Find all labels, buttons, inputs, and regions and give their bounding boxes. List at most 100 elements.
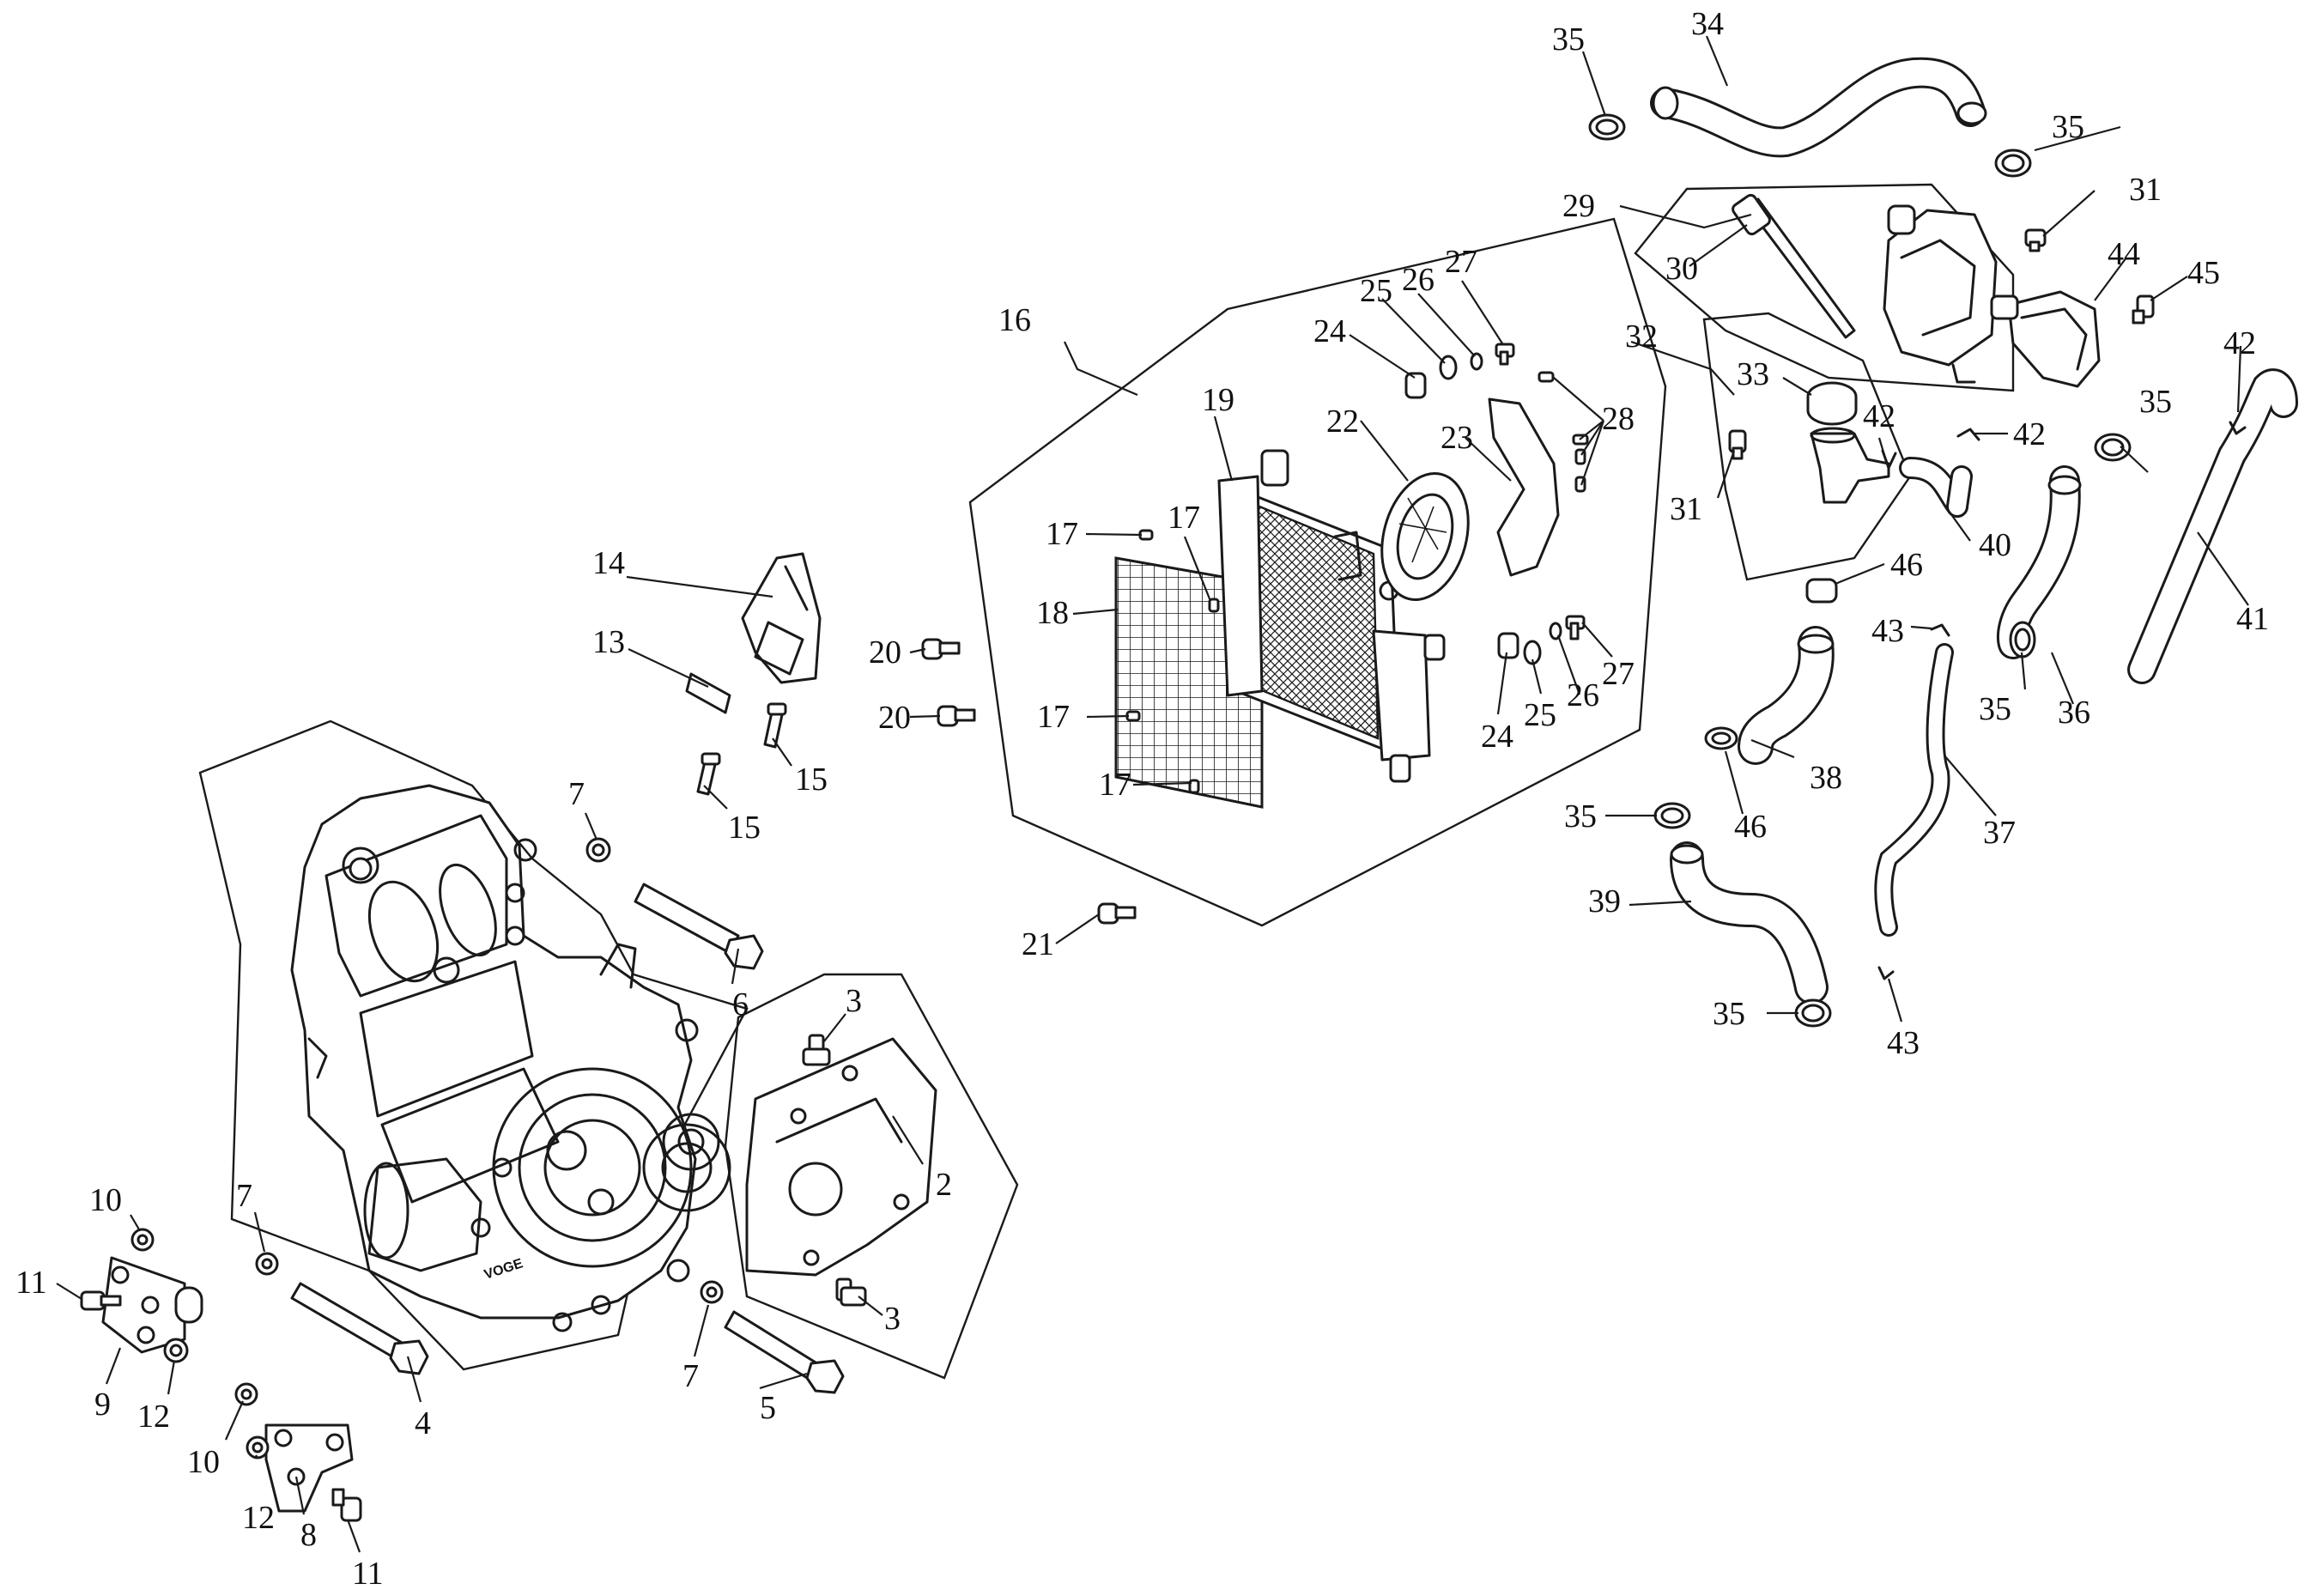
filler-cap-33 <box>1806 381 1858 426</box>
callout-7-left: 7 <box>236 1178 252 1214</box>
callout-27-lower: 27 <box>1602 656 1635 692</box>
spring-clip-42-c <box>2229 421 2247 435</box>
washer-25-upper <box>1439 355 1458 380</box>
callout-9: 9 <box>94 1387 111 1423</box>
reservoir-tank-29 <box>1883 204 1998 384</box>
bolt-3-lower <box>835 1277 867 1307</box>
callout-11-upper: 11 <box>15 1265 47 1301</box>
hose-clamp-35-c <box>2094 433 2132 462</box>
collar-26-lower <box>1549 622 1562 640</box>
bolt-31-lower <box>1728 429 1747 460</box>
hose-clamp-35-f <box>1794 998 1832 1028</box>
callout-25-upper: 25 <box>1360 273 1392 309</box>
gasket-13 <box>685 672 731 714</box>
callout-7-bottom: 7 <box>682 1358 699 1394</box>
callout-8: 8 <box>300 1517 317 1553</box>
callout-12-upper: 12 <box>137 1399 170 1435</box>
callout-26-upper: 26 <box>1402 262 1434 298</box>
hose-39 <box>1670 841 1829 1004</box>
bolt-20-upper <box>921 638 961 660</box>
hose-34 <box>1650 57 1987 158</box>
callout-34: 34 <box>1691 6 1724 42</box>
collar-26-upper <box>1470 352 1483 371</box>
callout-20-lower: 20 <box>878 700 911 736</box>
callout-35-f: 35 <box>1713 996 1745 1032</box>
hose-clamp-46-b <box>1704 726 1738 750</box>
hose-38 <box>1738 626 1835 765</box>
callout-31-left: 31 <box>1670 491 1702 527</box>
hose-36 <box>1996 465 2082 659</box>
callout-42-c: 42 <box>2223 325 2256 361</box>
callout-17-d: 17 <box>1099 767 1131 803</box>
radiator-fan-22 <box>1380 471 1470 602</box>
engine-group-outline <box>198 719 749 1371</box>
spring-clip-43-b <box>1877 966 1895 980</box>
callout-16: 16 <box>998 302 1031 338</box>
callout-40: 40 <box>1979 527 2011 563</box>
bolt-27-upper <box>1495 343 1515 366</box>
callout-39: 39 <box>1588 883 1621 919</box>
long-bolt-5 <box>724 1310 845 1394</box>
washer-25-lower <box>1523 640 1542 665</box>
bolt-45 <box>2132 294 2155 325</box>
callout-4: 4 <box>415 1405 431 1441</box>
hose-40 <box>1899 457 1973 518</box>
nut-10-lower <box>234 1382 258 1406</box>
callout-19: 19 <box>1202 382 1234 418</box>
callout-22: 22 <box>1326 404 1359 440</box>
callout-17-b: 17 <box>1168 500 1200 536</box>
callout-10-upper: 10 <box>89 1182 122 1218</box>
hose-clamp-35-b <box>1994 149 2032 178</box>
intake-manifold-14 <box>741 552 822 684</box>
spring-clip-43-a <box>1930 623 1950 637</box>
callout-5: 5 <box>760 1390 776 1426</box>
callout-15-left: 15 <box>728 810 761 846</box>
hose-41 <box>2127 368 2298 684</box>
bolt-21 <box>1097 902 1137 925</box>
callout-25-lower: 25 <box>1524 697 1556 733</box>
callout-45: 45 <box>2187 255 2220 291</box>
callout-30: 30 <box>1665 251 1698 287</box>
filler-neck-32 <box>1810 427 1890 504</box>
bolt-27-lower <box>1565 615 1586 640</box>
callout-35-b: 35 <box>2052 109 2084 145</box>
callout-2: 2 <box>936 1167 952 1203</box>
callout-28: 28 <box>1602 401 1635 437</box>
callout-23: 23 <box>1441 420 1473 456</box>
callout-35-e: 35 <box>1564 798 1597 834</box>
nut-7-bottom <box>700 1280 724 1304</box>
engine-assembly: VOGE <box>290 784 731 1332</box>
callout-3-lower: 3 <box>884 1301 901 1337</box>
callout-32: 32 <box>1625 319 1658 355</box>
screw-17-b <box>1208 598 1220 613</box>
rubber-grommet-24-lower <box>1497 632 1519 659</box>
screw-17-a <box>1138 529 1154 541</box>
callout-27-upper: 27 <box>1445 244 1477 280</box>
callout-38: 38 <box>1810 760 1842 796</box>
bolt-31-upper <box>2024 228 2047 252</box>
callout-29: 29 <box>1562 188 1595 224</box>
radiator-group-outline <box>968 217 1667 927</box>
hose-clamp-46-a <box>1805 578 1838 604</box>
screw-17-d <box>1188 779 1200 794</box>
callout-10-lower: 10 <box>187 1444 220 1480</box>
hose-clamp-35-a <box>1588 113 1626 141</box>
callout-43-lower: 43 <box>1887 1025 1920 1061</box>
callout-11-lower: 11 <box>352 1556 384 1592</box>
filler-group-outline <box>1702 312 1912 581</box>
nut-12-upper <box>163 1338 189 1363</box>
screw-28-a <box>1538 371 1555 383</box>
callout-24-lower: 24 <box>1481 719 1513 755</box>
callout-6: 6 <box>732 986 749 1023</box>
spring-clip-42-a <box>1881 449 1897 470</box>
callout-21: 21 <box>1022 926 1054 962</box>
hose-clamp-35-d <box>2009 621 2036 658</box>
callout-labels: 2 3 3 4 5 6 7 7 7 8 9 10 10 11 11 12 12 … <box>15 6 2269 1592</box>
callout-42-b: 42 <box>2013 416 2046 452</box>
mount-bracket-9 <box>101 1256 203 1354</box>
leader-lines <box>56 35 2249 1553</box>
nut-10-upper <box>130 1228 155 1252</box>
callout-13: 13 <box>592 624 625 660</box>
sprocket-cover <box>662 1037 937 1277</box>
